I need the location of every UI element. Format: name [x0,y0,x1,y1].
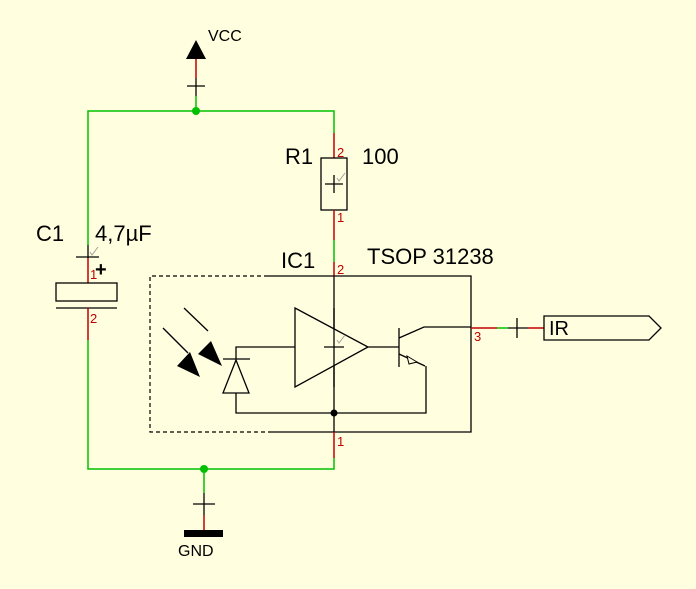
r1-pin-2-label: 2 [337,145,344,160]
vcc-arrow-icon [186,40,206,59]
ic1-pin-3-label: 3 [474,329,481,344]
gnd-label: GND [178,543,214,560]
ic1-value: TSOP 31238 [367,244,494,269]
c1-pin-2-label: 2 [90,311,97,326]
c1-pin-1-label: 1 [90,267,97,282]
ic1-name: IC1 [281,248,315,273]
internal-ground-wire [235,366,427,414]
c1-check-icon [89,246,99,256]
capacitor-c1[interactable] [55,245,118,340]
r1-name: R1 [285,144,313,169]
ic1-pin-1-label: 1 [337,434,344,449]
ic1-outline-dashed [149,275,268,433]
internal-junction [330,409,338,417]
r1-value: 100 [362,144,399,169]
ic1-tsop[interactable] [149,262,472,458]
photodiode-icon [222,358,250,394]
r1-check-icon [336,172,346,182]
c1-positive-plate [55,282,118,302]
ir-ray-2 [183,307,209,332]
c1-plus-sign: + [95,259,107,281]
vcc-junction [192,107,200,115]
ir-ray-1 [162,327,189,354]
ir-net-label-text: IR [549,318,569,340]
diode-input-wire [235,346,295,359]
c1-name: C1 [36,221,64,246]
gnd-bar-icon [184,530,223,537]
ir-arrow-2-icon [198,341,222,366]
resistor-r1[interactable] [320,133,348,240]
ic1-outline [268,275,472,433]
transistor-collector [398,326,471,339]
ir-arrow-1-icon [177,352,200,377]
vcc-supply[interactable] [186,40,206,111]
vcc-net-wire[interactable] [87,110,335,245]
r1-pin-1-label: 1 [337,210,344,225]
ir-net-label-flag[interactable] [543,315,662,341]
gnd-net-wire[interactable] [87,340,335,470]
vcc-label: VCC [208,28,242,45]
gnd-supply[interactable] [184,469,223,537]
c1-value: 4,7µF [95,221,152,246]
emitter-arrow-icon [406,354,419,365]
ic1-pin-2-label: 2 [337,262,344,277]
ic1-check-icon [336,334,346,344]
